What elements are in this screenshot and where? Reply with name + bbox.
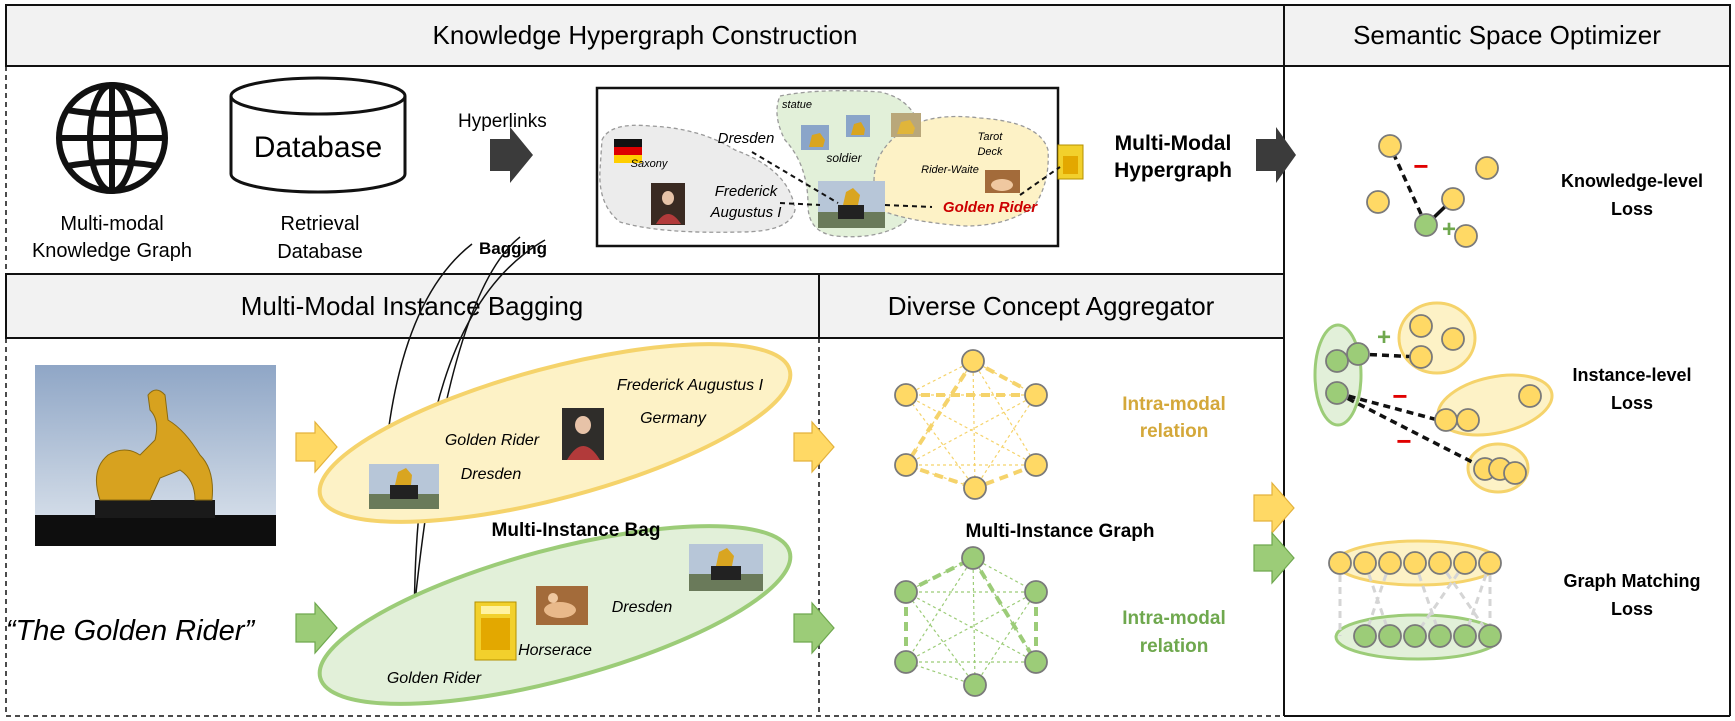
dca-yellow-in-arrow-icon bbox=[793, 420, 835, 474]
bagging-arrow-3 bbox=[413, 239, 546, 666]
hg-rider-waite: Rider-Waite bbox=[921, 164, 979, 176]
horse-thumbnail-small bbox=[985, 170, 1020, 193]
statue-thumbnail-small-1 bbox=[801, 125, 829, 150]
green-bag-dresden: Dresden bbox=[612, 599, 673, 616]
kg-label-line1: Multi-modal bbox=[60, 213, 163, 235]
yellow-bag-golden-rider: Golden Rider bbox=[445, 432, 540, 449]
green-bag-tarot-card bbox=[474, 601, 517, 661]
multi-instance-bag-label: Multi-Instance Bag bbox=[492, 520, 661, 541]
golden-rider-caption: “The Golden Rider” bbox=[6, 615, 256, 647]
green-bag-arrow-icon bbox=[295, 601, 338, 655]
intra-modal-yellow-line1: Intra-modal bbox=[1122, 394, 1225, 415]
tarot-card-thumbnail-small bbox=[1057, 144, 1084, 180]
instance-level-diagram bbox=[1313, 301, 1554, 494]
hyperlinks-label: Hyperlinks bbox=[458, 111, 547, 132]
portrait-thumbnail bbox=[651, 183, 685, 225]
statue-thumbnail-small-2 bbox=[846, 115, 870, 137]
bagging-label: Bagging bbox=[479, 239, 547, 258]
green-bag-horserace: Horserace bbox=[518, 642, 592, 659]
yellow-bag-statue-photo bbox=[369, 464, 439, 509]
green-bag-horserace-photo bbox=[536, 586, 588, 625]
instance-minus-sign-1: − bbox=[1392, 381, 1407, 411]
mmh-arrow-icon bbox=[1256, 127, 1296, 183]
instance-plus-sign: + bbox=[1377, 324, 1391, 351]
hg-frederick-line1: Frederick bbox=[715, 183, 779, 200]
hg-soldier: soldier bbox=[826, 151, 862, 165]
graph-matching-loss-line1: Graph Matching bbox=[1563, 571, 1700, 591]
golden-rider-center-thumbnail bbox=[818, 181, 885, 228]
hg-frederick-line2: Augustus I bbox=[710, 204, 782, 221]
database-icon bbox=[229, 76, 407, 194]
kg-label-line2: Knowledge Graph bbox=[32, 240, 192, 262]
graph-matching-diagram bbox=[1328, 539, 1502, 661]
hg-statue: statue bbox=[782, 99, 812, 111]
green-bag-statue-photo bbox=[689, 544, 763, 591]
intra-modal-yellow-line2: relation bbox=[1140, 421, 1209, 442]
instance-loss-line1: Instance-level bbox=[1572, 365, 1691, 385]
database-icon-text: Database bbox=[254, 131, 382, 164]
german-flag-icon bbox=[614, 139, 642, 163]
yellow-bag-frederick: Frederick Augustus I bbox=[617, 377, 764, 394]
knowledge-loss-line1: Knowledge-level bbox=[1561, 171, 1703, 191]
globe-icon bbox=[56, 82, 168, 194]
mmh-label-line1: Multi-Modal bbox=[1115, 132, 1232, 155]
hg-tarot-line2: Deck bbox=[977, 146, 1003, 158]
panel-title-instance-bagging: Multi-Modal Instance Bagging bbox=[241, 291, 584, 321]
hg-golden-rider: Golden Rider bbox=[943, 199, 1038, 216]
sso-green-in-arrow-icon bbox=[1253, 531, 1295, 585]
bagging-arrow-1 bbox=[380, 243, 473, 462]
golden-rider-photo bbox=[35, 365, 276, 546]
panel-title-concept-aggregator: Diverse Concept Aggregator bbox=[888, 291, 1215, 321]
instance-loss-line2: Loss bbox=[1611, 393, 1653, 413]
yellow-hexagon-graph bbox=[894, 349, 1048, 500]
multi-instance-graph-label: Multi-Instance Graph bbox=[966, 521, 1155, 542]
db-label-line2: Database bbox=[277, 241, 363, 263]
hyperedge-saxony bbox=[599, 124, 796, 233]
graph-matching-loss-line2: Loss bbox=[1611, 599, 1653, 619]
knowledge-plus-sign: + bbox=[1442, 216, 1456, 243]
bagging-arrow-2 bbox=[403, 236, 521, 677]
yellow-bag-dresden: Dresden bbox=[461, 466, 522, 483]
instance-minus-sign-2: − bbox=[1396, 426, 1411, 456]
panel-title-knowledge-hypergraph: Knowledge Hypergraph Construction bbox=[433, 20, 858, 50]
hg-saxony: Saxony bbox=[631, 158, 669, 170]
yellow-bag-portrait bbox=[562, 408, 604, 460]
panel-frames bbox=[5, 4, 1731, 717]
sso-yellow-in-arrow-icon bbox=[1253, 481, 1295, 535]
hg-tarot-line1: Tarot bbox=[978, 131, 1004, 143]
hyperedge-tarot bbox=[873, 115, 1049, 227]
db-label-line1: Retrieval bbox=[281, 213, 360, 235]
statue-thumbnail-small-3 bbox=[891, 113, 921, 137]
intra-modal-green-line1: Intra-modal bbox=[1122, 608, 1225, 629]
intra-modal-green-line2: relation bbox=[1140, 636, 1209, 657]
panel-title-semantic-space-optimizer: Semantic Space Optimizer bbox=[1353, 20, 1661, 50]
knowledge-level-diagram bbox=[1366, 134, 1499, 248]
hyperlinks-arrow-icon bbox=[490, 127, 533, 183]
yellow-bag-arrow-icon bbox=[295, 420, 338, 474]
hg-dresden: Dresden bbox=[718, 130, 775, 147]
mmh-label-line2: Hypergraph bbox=[1114, 159, 1232, 182]
green-bag-golden-rider: Golden Rider bbox=[387, 670, 482, 687]
green-hexagon-graph bbox=[894, 546, 1048, 697]
yellow-bag-germany: Germany bbox=[640, 410, 707, 427]
knowledge-minus-sign: − bbox=[1413, 151, 1428, 181]
knowledge-loss-line2: Loss bbox=[1611, 199, 1653, 219]
dca-green-in-arrow-icon bbox=[793, 601, 835, 655]
